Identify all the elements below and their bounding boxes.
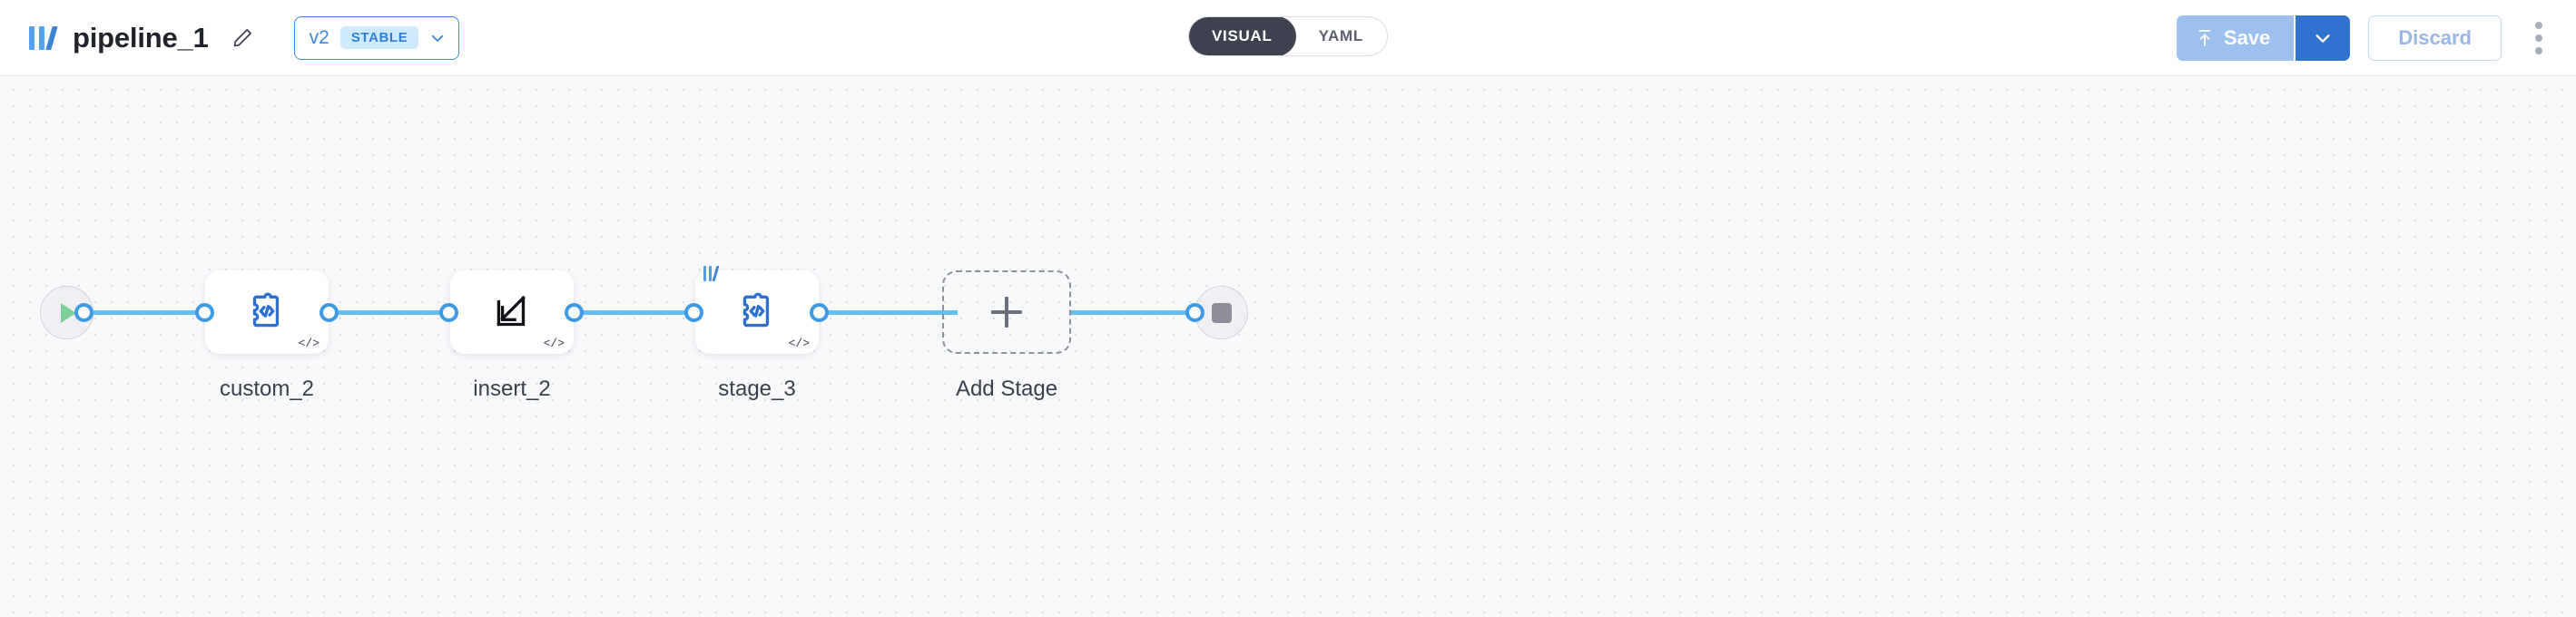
stage-label-custom_2: custom_2	[219, 377, 315, 401]
wire-start-to-custom2	[80, 310, 207, 315]
save-button-group: Save	[2176, 15, 2351, 61]
view-mode-toggle[interactable]: VISUAL YAML	[1188, 16, 1388, 56]
kebab-menu-icon[interactable]	[2525, 17, 2552, 59]
version-status-badge: STABLE	[339, 26, 419, 49]
port-start-out[interactable]	[74, 303, 93, 322]
version-selector[interactable]: v2 STABLE	[293, 15, 460, 60]
code-badge: </>	[298, 337, 320, 350]
play-triangle-icon	[61, 302, 76, 323]
port-stage3-in[interactable]	[684, 303, 703, 322]
add-stage-label: Add Stage	[955, 377, 1058, 401]
save-button[interactable]: Save	[2176, 15, 2295, 61]
port-end-in[interactable]	[1185, 303, 1204, 322]
stage-node-insert_2[interactable]: </>	[450, 270, 574, 354]
port-stage3-out[interactable]	[810, 303, 829, 322]
stage-node-custom_2[interactable]: </>	[205, 270, 329, 354]
port-insert2-out[interactable]	[565, 303, 584, 322]
wire-stage3-to-addstage	[762, 310, 958, 315]
header-actions-group: Save Discard	[2176, 0, 2552, 75]
save-button-label: Save	[2223, 25, 2271, 49]
header-left-group: pipeline_1 v2 STABLE	[0, 15, 460, 60]
plus-icon-vertical	[1005, 297, 1008, 328]
chevron-down-icon	[429, 30, 446, 46]
wire-addstage-to-end	[1071, 310, 1212, 315]
pencil-icon[interactable]	[227, 23, 258, 54]
tab-yaml[interactable]: YAML	[1318, 27, 1363, 44]
add-stage-button[interactable]	[942, 270, 1071, 354]
stage-label-insert_2: insert_2	[473, 377, 551, 401]
puzzle-code-icon	[242, 287, 291, 336]
discard-button[interactable]: Discard	[2368, 15, 2502, 61]
stage-node-stage_3[interactable]: </>	[695, 266, 819, 354]
stage-label-stage_3: stage_3	[718, 377, 796, 401]
upload-arrow-icon	[2197, 28, 2213, 48]
port-insert2-in[interactable]	[439, 303, 458, 322]
port-custom2-out[interactable]	[320, 303, 339, 322]
code-badge: </>	[788, 337, 810, 350]
wire-custom2-to-insert2	[272, 310, 445, 315]
code-badge: </>	[543, 337, 565, 350]
pipeline-brand-logo	[29, 24, 60, 52]
pipeline-brand-logo-badge	[703, 266, 722, 281]
page-title: pipeline_1	[73, 21, 209, 54]
pipeline-canvas[interactable]: </> custom_2 </> insert_2	[0, 76, 2576, 617]
chevron-down-icon	[2315, 34, 2330, 43]
app-header: pipeline_1 v2 STABLE VISUAL YAML	[0, 0, 2576, 76]
stop-square-icon	[1211, 302, 1232, 323]
insert-arrow-square-icon	[487, 287, 536, 336]
port-custom2-in[interactable]	[195, 303, 214, 322]
version-label: v2	[309, 26, 329, 48]
tab-visual[interactable]: VISUAL	[1189, 17, 1296, 55]
save-options-dropdown[interactable]	[2294, 15, 2351, 61]
pipeline-flow: </> custom_2 </> insert_2	[0, 256, 2576, 437]
puzzle-code-icon	[732, 287, 782, 336]
wire-insert2-to-stage3	[517, 310, 690, 315]
